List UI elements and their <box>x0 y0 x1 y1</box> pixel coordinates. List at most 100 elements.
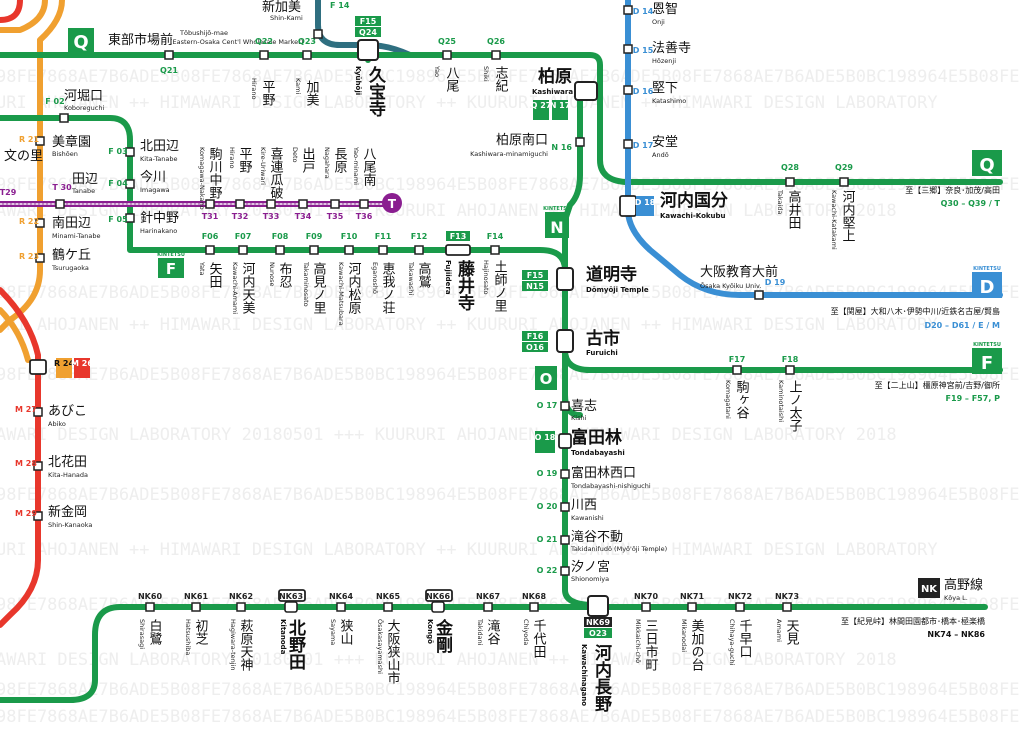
svg-text:北田辺: 北田辺 <box>140 139 179 154</box>
station-romaji: Kawachi-Matsubara <box>337 262 345 326</box>
svg-text:上ノ太子: 上ノ太子 <box>787 380 803 432</box>
station-f02: F 02 河堀口 Koboreguchi <box>45 89 104 123</box>
svg-text:Imagawa: Imagawa <box>140 186 170 194</box>
svg-text:Hōzenji: Hōzenji <box>652 57 676 65</box>
svg-text:Andō: Andō <box>652 151 669 159</box>
svg-text:Kaminotaishi: Kaminotaishi <box>777 380 785 422</box>
station-d17: D 17 安堂 Andō <box>623 135 678 159</box>
svg-text:Hirano: Hirano <box>250 78 258 99</box>
svg-text:Kōya L.: Kōya L. <box>944 594 968 602</box>
svg-text:河内堅上: 河内堅上 <box>840 190 856 242</box>
svg-text:富田林西口: 富田林西口 <box>571 465 636 481</box>
line-network <box>0 0 1003 703</box>
station-code: T35 <box>327 212 344 221</box>
svg-text:Q24: Q24 <box>359 28 377 37</box>
station-f03: F 03 北田辺 Kita-Tanabe <box>108 139 179 163</box>
svg-text:F 03: F 03 <box>108 147 127 156</box>
station-romaji: Kongō <box>426 619 434 644</box>
svg-text:Katashimo: Katashimo <box>652 97 686 105</box>
stations-f-line: F 02 河堀口 Koboreguchi F 03 北田辺 Kita-Tanab… <box>45 89 179 235</box>
station-marker <box>145 602 155 612</box>
svg-text:N 16: N 16 <box>551 143 572 152</box>
svg-text:URI AHOJANEN ++ HIMAWARI DESIG: URI AHOJANEN ++ HIMAWARI DESIGN LABORATO… <box>0 540 938 560</box>
station-name: 長原 <box>332 147 348 173</box>
svg-text:AWARI DESIGN LABORATORY 201805: AWARI DESIGN LABORATORY 20180501 +++ KUU… <box>0 650 897 670</box>
svg-text:至【関屋】大和八木･伊勢中川/近鉄名古屋/賢島: 至【関屋】大和八木･伊勢中川/近鉄名古屋/賢島 <box>831 306 1000 316</box>
svg-text:Kami: Kami <box>294 78 302 94</box>
station-f14: F14 土師ノ里 Hajinosato <box>482 232 507 312</box>
svg-text:R 22: R 22 <box>19 217 39 226</box>
f-line-badge-left <box>158 258 184 278</box>
station-m28: M 28 北花田 Kita-Hanada <box>15 454 88 479</box>
svg-text:URI AHOJANEN ++ HIMAWARI DESIG: URI AHOJANEN ++ HIMAWARI DESIGN LABORATO… <box>0 93 938 113</box>
svg-text:新加美: 新加美 <box>262 0 301 15</box>
station-code: NK63 <box>279 592 303 601</box>
stations-f-row: F06矢田YataF07河内天美Kawachi-AmamiF08布忍Nunose… <box>198 232 431 326</box>
station-q28: Q28 高井田 Takaida <box>776 163 801 229</box>
station-name: 千早口 <box>737 619 753 658</box>
svg-text:Bishōen: Bishōen <box>52 150 78 158</box>
svg-text:M 28: M 28 <box>15 459 37 468</box>
svg-text:土師ノ里: 土師ノ里 <box>492 260 508 312</box>
station-marker <box>238 245 248 255</box>
svg-text:T29: T29 <box>0 188 17 197</box>
svg-text:Furuichi: Furuichi <box>586 349 618 357</box>
station-romaji: Ōsakasayamashi <box>376 619 385 674</box>
station-marker <box>336 602 346 612</box>
station-romaji: Takawashi <box>407 261 415 295</box>
station-marker <box>191 602 201 612</box>
stations-r-m-line: R 21 美章園 Bishōen R 22 南田辺 Minami-Tanabe … <box>15 134 100 529</box>
svg-text:98FE7868AE7B6ADE5B08FE7868AE7B: 98FE7868AE7B6ADE5B08FE7868AE7B6ADE5B0BC1… <box>0 707 1020 727</box>
svg-text:Shionomiya: Shionomiya <box>571 575 609 583</box>
station-romaji: Hatsushiba <box>184 619 192 655</box>
station-name: 布忍 <box>277 262 293 288</box>
station-romaji: Chiyoda <box>522 619 530 645</box>
svg-text:富田林: 富田林 <box>571 427 622 448</box>
svg-text:Kishi: Kishi <box>571 414 587 422</box>
station-q25: Q25 八尾 Yao <box>433 37 459 93</box>
station-code: F07 <box>235 232 252 241</box>
station-name: 駒川中野 <box>207 147 223 199</box>
station-romaji: Kire-Uriwari <box>259 147 267 185</box>
svg-text:R 21: R 21 <box>19 135 40 144</box>
svg-text:川西: 川西 <box>571 498 597 513</box>
nk-line-badge <box>918 578 940 598</box>
station-name: 河内松原 <box>346 262 362 314</box>
svg-text:Tondabayashi: Tondabayashi <box>571 449 625 457</box>
svg-text:Yao: Yao <box>433 65 441 77</box>
station-q29: Q29 河内堅上 Kawachi-Katakami <box>830 163 855 250</box>
station-romaji: Mikkaichi-chō <box>634 619 642 663</box>
svg-text:98FE7868AE7B6ADE5B08FE7868AE7B: 98FE7868AE7B6ADE5B08FE7868AE7B6ADE5B0BC1… <box>0 485 1020 505</box>
station-marker <box>205 245 215 255</box>
svg-text:T 30: T 30 <box>52 183 72 192</box>
svg-text:高野線: 高野線 <box>944 577 983 593</box>
svg-text:恩智: 恩智 <box>652 2 678 17</box>
t-line-badge <box>382 193 402 213</box>
q-line-badge-label: Q <box>73 32 88 53</box>
svg-text:D20 – D61 / E / M: D20 – D61 / E / M <box>924 321 1000 330</box>
station-romaji: Takaminosato <box>302 261 310 307</box>
station-r24-m26: R 24 M 26 <box>29 358 93 378</box>
station-marker <box>431 601 445 613</box>
svg-text:志紀: 志紀 <box>493 66 509 92</box>
svg-text:Shin-Kami: Shin-Kami <box>270 14 303 22</box>
svg-text:Komagatani: Komagatani <box>724 380 732 419</box>
svg-text:今川: 今川 <box>140 169 166 185</box>
svg-text:八尾: 八尾 <box>444 66 460 93</box>
station-name: 高見ノ里 <box>311 261 327 314</box>
station-marker <box>298 199 308 209</box>
station-code: NK71 <box>680 592 704 601</box>
svg-text:至【二上山】橿原神宮前/吉野/御所: 至【二上山】橿原神宮前/吉野/御所 <box>875 380 1000 390</box>
svg-text:Q28: Q28 <box>781 163 799 172</box>
station-d15: D 15 法善寺 Hōzenji <box>623 40 691 65</box>
station-marker <box>266 199 276 209</box>
svg-text:Q26: Q26 <box>487 37 505 46</box>
